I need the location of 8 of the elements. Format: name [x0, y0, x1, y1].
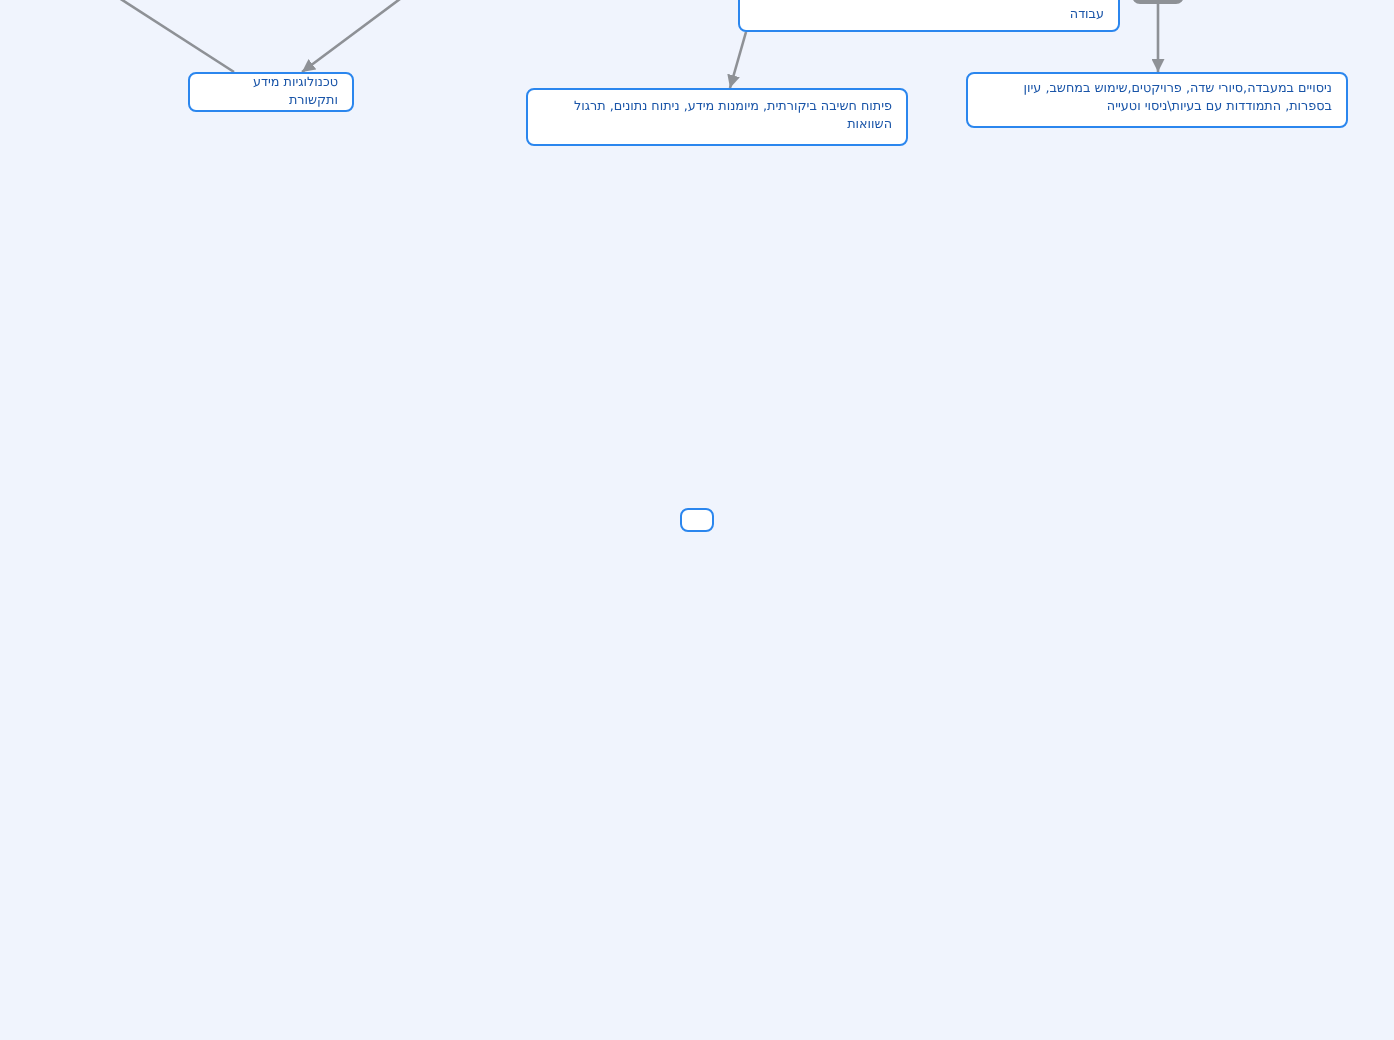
arrow	[1151, 4, 1165, 72]
empty-box	[680, 508, 714, 532]
arrow	[727, 31, 748, 89]
text-box	[966, 72, 1348, 128]
connector-line	[115, 0, 235, 74]
text-box	[526, 88, 908, 146]
arrow	[301, 0, 405, 74]
text-box	[188, 72, 354, 112]
